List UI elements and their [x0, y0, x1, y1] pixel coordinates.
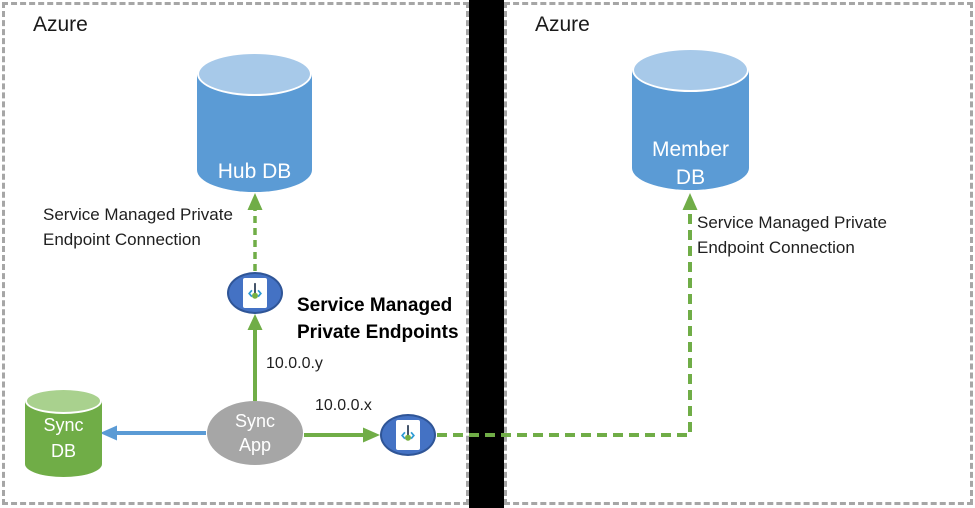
private-endpoint-hub [227, 272, 283, 314]
member-db-label: Member DB [651, 138, 730, 189]
region-label: Azure [535, 13, 590, 36]
member-connection-label: Service Managed Private Endpoint Connect… [697, 213, 887, 257]
hub-db-cylinder: Hub DB [197, 52, 312, 192]
private-endpoint-icon [396, 420, 420, 450]
sync-app-ellipse: Sync App [207, 401, 303, 465]
ip-label-member: 10.0.0.x [315, 397, 372, 414]
ip-label-hub: 10.0.0.y [266, 355, 323, 372]
cylinder-top [25, 388, 102, 414]
service-managed-private-endpoints-title: Service Managed Private Endpoints [297, 295, 459, 343]
sync-db-label: Sync DB [43, 415, 84, 461]
sync-app-label: Sync App [234, 411, 276, 455]
hub-connection-label: Service Managed Private Endpoint Connect… [43, 205, 233, 249]
hub-db-label: Hub DB [217, 160, 292, 183]
sync-db-cylinder: Sync DB [25, 388, 102, 477]
member-db-cylinder: Member DB [632, 48, 749, 190]
region-label: Azure [33, 13, 88, 36]
private-endpoint-member [380, 414, 436, 456]
cylinder-top [197, 52, 312, 96]
cylinder-top [632, 48, 749, 92]
network-boundary-divider [469, 0, 504, 508]
private-endpoint-icon [243, 278, 267, 308]
